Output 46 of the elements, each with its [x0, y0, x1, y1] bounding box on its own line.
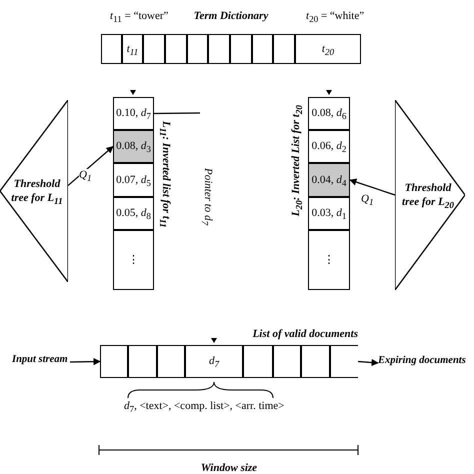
- cell: 0.08, d$_{6}$: [308, 97, 350, 130]
- record-fields: d$_{7}$, <text>, <comp. list>, <arr. time>: [124, 400, 284, 414]
- cell: ⋮: [113, 230, 154, 290]
- empty-cell: [301, 345, 330, 378]
- arrow: [68, 146, 114, 186]
- cell: 0.08, d$_{3}$: [113, 130, 154, 163]
- empty-cell: [208, 34, 230, 64]
- edge-label: Q$_{1}$: [79, 169, 92, 184]
- arrow: [70, 358, 101, 366]
- tree-label: Threshold tree for L$_{11}$: [10, 177, 64, 208]
- term-annotation: t$_{11}$ = “tower”: [110, 10, 168, 24]
- empty-cell: [330, 345, 358, 378]
- arrow: [358, 358, 379, 366]
- array-title: Term Dictionary: [194, 10, 268, 22]
- cell: 0.03, d$_{1}$: [308, 197, 350, 230]
- empty-cell: [273, 34, 295, 64]
- empty-cell: [100, 345, 128, 378]
- empty-cell: [101, 34, 122, 64]
- empty-cell: [165, 34, 187, 64]
- empty-cell: [143, 34, 165, 64]
- empty-cell: [230, 34, 252, 64]
- cell: 0.05, d$_{8}$: [113, 197, 154, 230]
- arrow: [349, 178, 396, 196]
- empty-cell: [243, 345, 273, 378]
- cell: t$_{20}$: [295, 34, 361, 64]
- empty-cell: [187, 34, 208, 64]
- stream-label: Input stream: [12, 354, 68, 370]
- term-annotation: t$_{20}$ = “white”: [306, 10, 364, 24]
- cell: 0.10, d$_{7}$: [113, 97, 154, 130]
- threshold-tree-triangle: [395, 100, 465, 290]
- array-title: List of valid documents: [252, 328, 358, 340]
- empty-cell: [252, 34, 273, 64]
- cell: t$_{11}$: [122, 34, 143, 64]
- threshold-tree-triangle: [0, 100, 68, 282]
- empty-cell: [128, 345, 157, 378]
- cell: 0.06, d$_{2}$: [308, 130, 350, 163]
- cell: ⋮: [308, 230, 350, 290]
- cell: 0.04, d$_{4}$: [308, 163, 350, 197]
- edge-label: Q$_{1}$: [361, 193, 374, 208]
- empty-cell: [157, 345, 185, 378]
- dimension-label: Window size: [200, 462, 258, 474]
- empty-cell: [273, 345, 301, 378]
- cell: d$_{7}$: [185, 345, 243, 378]
- tree-label: Threshold tree for L$_{20}$: [401, 181, 455, 212]
- stream-label: Expiring documents: [378, 355, 466, 371]
- cell: 0.07, d$_{5}$: [113, 163, 154, 197]
